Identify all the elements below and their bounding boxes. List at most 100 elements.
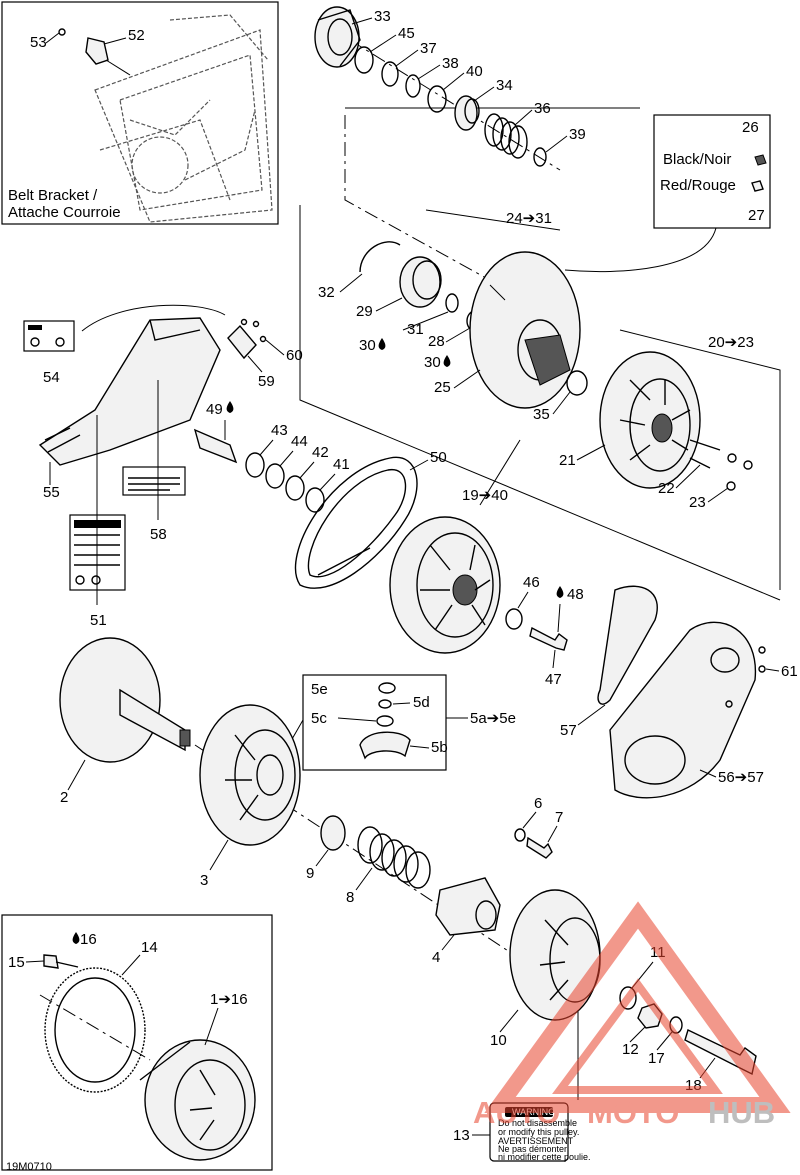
callout-9: 9 [306, 865, 314, 882]
callout-7: 7 [555, 809, 563, 826]
warning-line1: Do not disassemble [498, 1118, 577, 1128]
callout-16: 16 [80, 931, 97, 948]
callout-35: 35 [533, 406, 550, 423]
movable-sheave-part-3 [199, 704, 301, 846]
callout-28: 28 [428, 333, 445, 350]
callout-4: 4 [432, 949, 440, 966]
callout-1-16: 1➔16 [210, 991, 248, 1008]
callout-14: 14 [141, 939, 158, 956]
callout-36: 36 [534, 100, 551, 117]
callout-5b: 5b [431, 739, 448, 756]
bracket-part-59 [227, 324, 257, 360]
stud-part-22 [689, 439, 721, 469]
callout-19-40: 19➔40 [462, 487, 508, 504]
washer-part-11 [619, 986, 637, 1010]
warning-title-fr: AVERTISSEMENT [498, 1136, 574, 1146]
callout-49: 49 [206, 401, 223, 418]
callout-2: 2 [60, 789, 68, 806]
screw-part-7 [526, 836, 553, 859]
callout-41: 41 [333, 456, 350, 473]
callout-33: 33 [374, 8, 391, 25]
spring-part-36 [484, 113, 528, 159]
inset-color-legend: 26 Black/Noir Red/Rouge 27 [564, 114, 771, 273]
callout-38: 38 [442, 55, 459, 72]
callout-30-a: 30 [359, 337, 376, 354]
ring-part-38 [405, 74, 421, 98]
cover-part-56 [609, 621, 757, 799]
callout-8: 8 [346, 889, 354, 906]
callout-42: 42 [312, 444, 329, 461]
watermark-hub: HUB [708, 1095, 775, 1130]
callout-59: 59 [258, 373, 275, 390]
spring-part-8 [357, 826, 431, 889]
callout-29: 29 [356, 303, 373, 320]
washer-part-6 [514, 828, 526, 842]
drop-icon [443, 355, 451, 367]
warning-line4: ni modifier cette poulie. [498, 1152, 591, 1162]
callout-40: 40 [466, 63, 483, 80]
callout-31: 31 [407, 321, 424, 338]
washer-part-46 [505, 608, 523, 630]
callout-26: 26 [742, 119, 759, 136]
callout-48: 48 [567, 586, 584, 603]
washer-part-44 [265, 463, 285, 489]
cam-part-33 [314, 6, 361, 68]
drive-belt-part-50 [294, 456, 418, 589]
callout-22: 22 [658, 480, 675, 497]
spider-part-4 [435, 877, 501, 936]
belt-bracket-label-line2: Attache Courroie [8, 204, 121, 221]
legend-red-label: Red/Rouge [660, 177, 736, 194]
drop-icon [556, 586, 564, 598]
callout-5a-5e: 5a➔5e [470, 710, 516, 727]
driven-pulley-exploded-group: 33 45 37 38 40 34 36 [299, 6, 781, 601]
callout-57: 57 [560, 722, 577, 739]
belt-bracket-label-line1: Belt Bracket / [8, 187, 98, 204]
callout-25: 25 [434, 379, 451, 396]
shaft-washer-group: 49 43 44 42 41 [193, 401, 350, 513]
clip-part-39 [533, 147, 547, 167]
legend-black-label: Black/Noir [663, 151, 731, 168]
callout-6: 6 [534, 795, 542, 812]
inset-belt-bracket: 53 52 Belt Bracket / Attache Courroie [1, 1, 279, 225]
callout-43: 43 [271, 422, 288, 439]
callout-5e: 5e [311, 681, 328, 698]
ring-gear-part-14 [44, 967, 146, 1093]
callout-37: 37 [420, 40, 437, 57]
callout-5d: 5d [413, 694, 430, 711]
callout-46: 46 [523, 574, 540, 591]
drive-pulley-part-1 [139, 1039, 256, 1161]
seal-part-57 [597, 585, 658, 705]
screw-part-53 [58, 28, 66, 36]
callout-13: 13 [453, 1127, 470, 1144]
callout-15: 15 [8, 954, 25, 971]
washer-part-42 [285, 475, 305, 501]
callout-21: 21 [559, 452, 576, 469]
sheave-part-21 [599, 351, 701, 489]
warning-line3: Ne pas démonter [498, 1144, 567, 1154]
callout-50: 50 [430, 449, 447, 466]
driven-pulley-assembly [389, 516, 501, 654]
fixed-sheave-part-2 [59, 637, 191, 763]
watermark-logo: AUTO MOTO HUB [473, 901, 791, 1130]
drop-icon [226, 401, 234, 413]
callout-55: 55 [43, 484, 60, 501]
callout-12: 12 [622, 1041, 639, 1058]
nut-part-23 [726, 453, 753, 491]
callout-54: 54 [43, 369, 60, 386]
callout-17: 17 [648, 1050, 665, 1067]
ring-part-40 [427, 85, 447, 113]
sheave-part-25 [469, 251, 581, 409]
callout-23: 23 [689, 494, 706, 511]
washer-part-35 [566, 370, 588, 396]
ring-part-37 [381, 61, 399, 87]
callout-44: 44 [291, 433, 308, 450]
callout-30-b: 30 [424, 354, 441, 371]
drop-icon [378, 338, 386, 350]
belt-guard-group: 54 55 59 60 58 [23, 304, 303, 629]
callout-60: 60 [286, 347, 303, 364]
callout-20-23: 20➔23 [708, 334, 754, 351]
watermark-moto: MOTO [587, 1095, 679, 1130]
label-part-58 [122, 466, 186, 496]
warning-line2: or modify this pulley. [498, 1127, 579, 1137]
governor-cup-part-10 [509, 889, 601, 1021]
